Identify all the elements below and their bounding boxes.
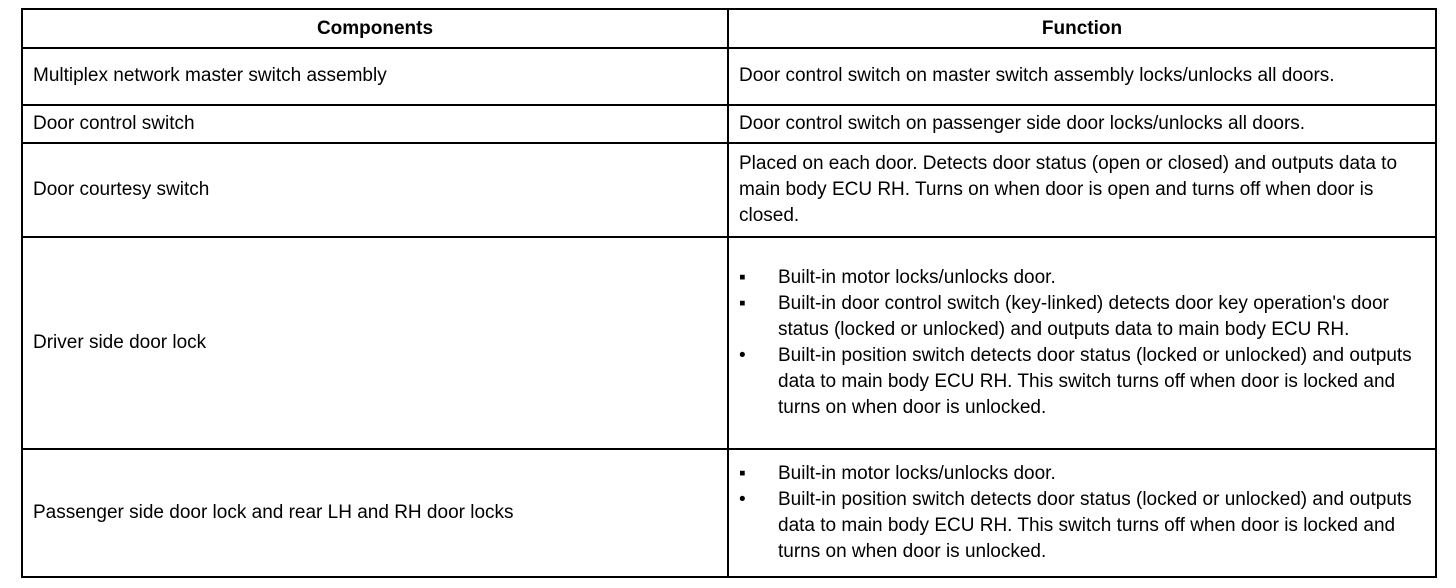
- components-function-table: Components Function Multiplex network ma…: [21, 8, 1437, 579]
- component-cell: Driver side door lock: [21, 236, 729, 450]
- header-function: Function: [727, 8, 1437, 49]
- function-cell: Door control switch on passenger side do…: [727, 103, 1437, 145]
- component-cell: Passenger side door lock and rear LH and…: [21, 447, 729, 579]
- table-row: Door courtesy switch Placed on each door…: [21, 142, 1437, 239]
- table-row: Multiplex network master switch assembly…: [21, 47, 1437, 106]
- bullet-icon: •: [739, 488, 746, 510]
- header-components: Components: [21, 8, 729, 49]
- table-row: Passenger side door lock and rear LH and…: [21, 447, 1437, 579]
- function-cell: ▪ Built-in motor locks/unlocks door. ▪ Bui…: [727, 236, 1437, 450]
- bullet-icon: •: [739, 345, 746, 366]
- list-item: • Built-in position switch detects door s…: [739, 343, 1425, 421]
- list-item: ▪ Built-in door control switch (key-linke…: [739, 291, 1425, 343]
- list-item: ▪ Built-in motor locks/unlocks door.: [739, 265, 1425, 291]
- bullet-icon: ▪: [739, 293, 746, 314]
- bullet-text: Built-in door control switch (key-linked…: [778, 293, 1389, 340]
- component-cell: Door control switch: [21, 103, 729, 145]
- bullet-text: Built-in position switch detects door st…: [778, 345, 1412, 418]
- bullet-text: Built-in position switch detects door st…: [778, 488, 1412, 562]
- function-cell: Door control switch on master switch ass…: [727, 47, 1437, 106]
- function-bullet-list: ▪ Built-in motor locks/unlocks door. • Bui…: [739, 461, 1425, 565]
- bullet-text: Built-in motor locks/unlocks door.: [778, 462, 1056, 484]
- component-cell: Multiplex network master switch assembly: [21, 47, 729, 106]
- list-item: ▪ Built-in motor locks/unlocks door.: [739, 461, 1425, 487]
- function-cell: ▪ Built-in motor locks/unlocks door. • Bui…: [727, 447, 1437, 579]
- bullet-text: Built-in motor locks/unlocks door.: [778, 267, 1056, 288]
- table-row: Driver side door lock ▪ Built-in motor lo…: [21, 236, 1437, 450]
- bullet-icon: ▪: [739, 462, 746, 484]
- list-item: • Built-in position switch detects door s…: [739, 487, 1425, 565]
- bullet-icon: ▪: [739, 267, 746, 288]
- component-cell: Door courtesy switch: [21, 142, 729, 239]
- table-row: Door control switch Door control switch …: [21, 103, 1437, 145]
- function-bullet-list: ▪ Built-in motor locks/unlocks door. ▪ Bui…: [739, 265, 1425, 421]
- header-row: Components Function: [21, 8, 1437, 49]
- function-cell: Placed on each door. Detects door status…: [727, 142, 1437, 239]
